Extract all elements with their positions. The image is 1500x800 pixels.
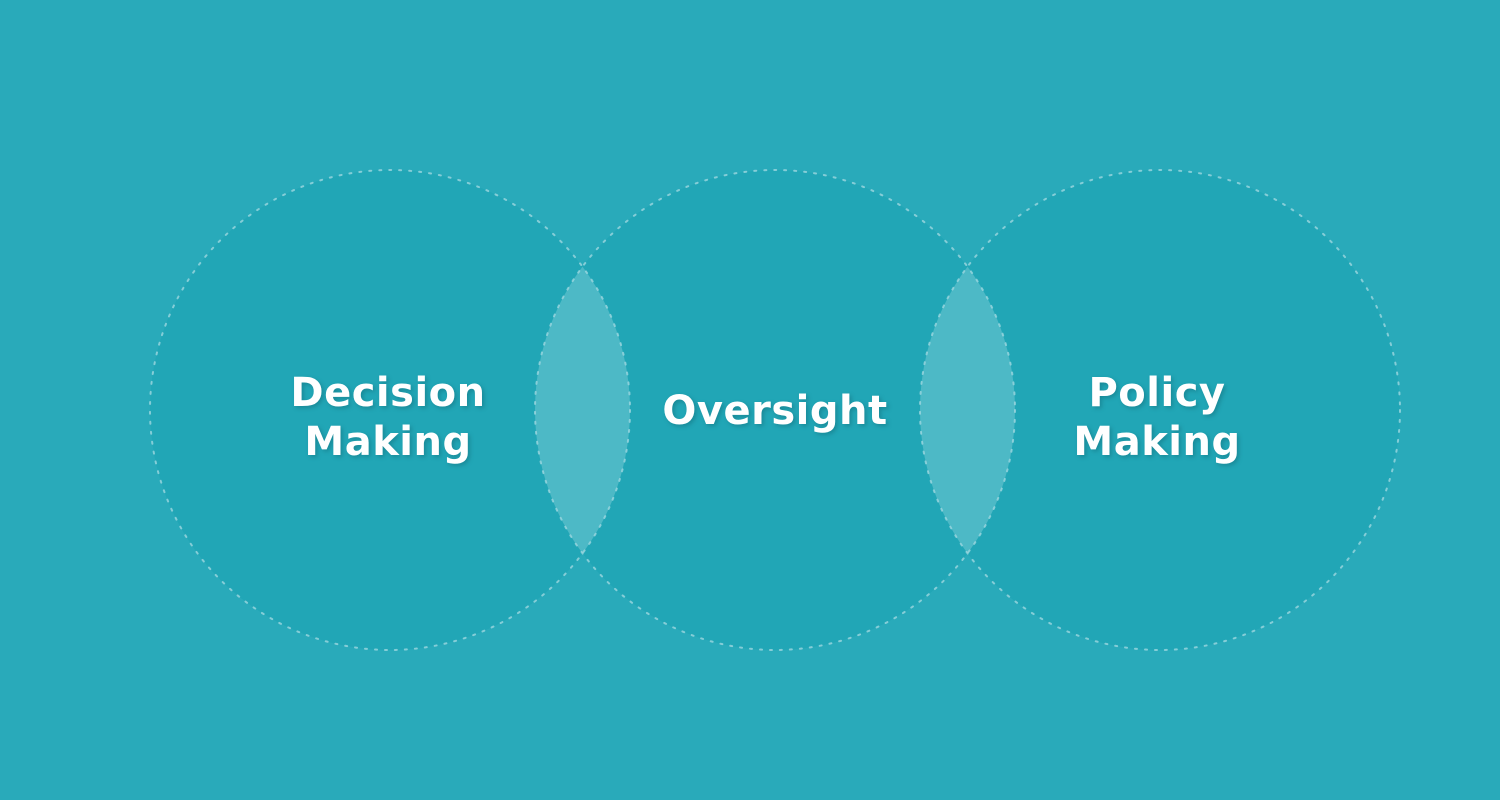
label-oversight: Oversight	[662, 388, 887, 434]
circle-decision-making	[150, 170, 630, 650]
label-decision-making-line1: Decision	[290, 370, 485, 416]
label-decision-making-line2: Making	[304, 419, 471, 465]
label-policy-making-line2: Making	[1073, 419, 1240, 465]
label-policy-making-line1: Policy	[1088, 370, 1225, 416]
circle-oversight	[535, 170, 1015, 650]
circle-policy-making	[920, 170, 1400, 650]
outline-circle-policy-making	[919, 169, 1401, 651]
outline-circle-oversight	[534, 169, 1016, 651]
outline-circle-decision-making	[149, 169, 631, 651]
